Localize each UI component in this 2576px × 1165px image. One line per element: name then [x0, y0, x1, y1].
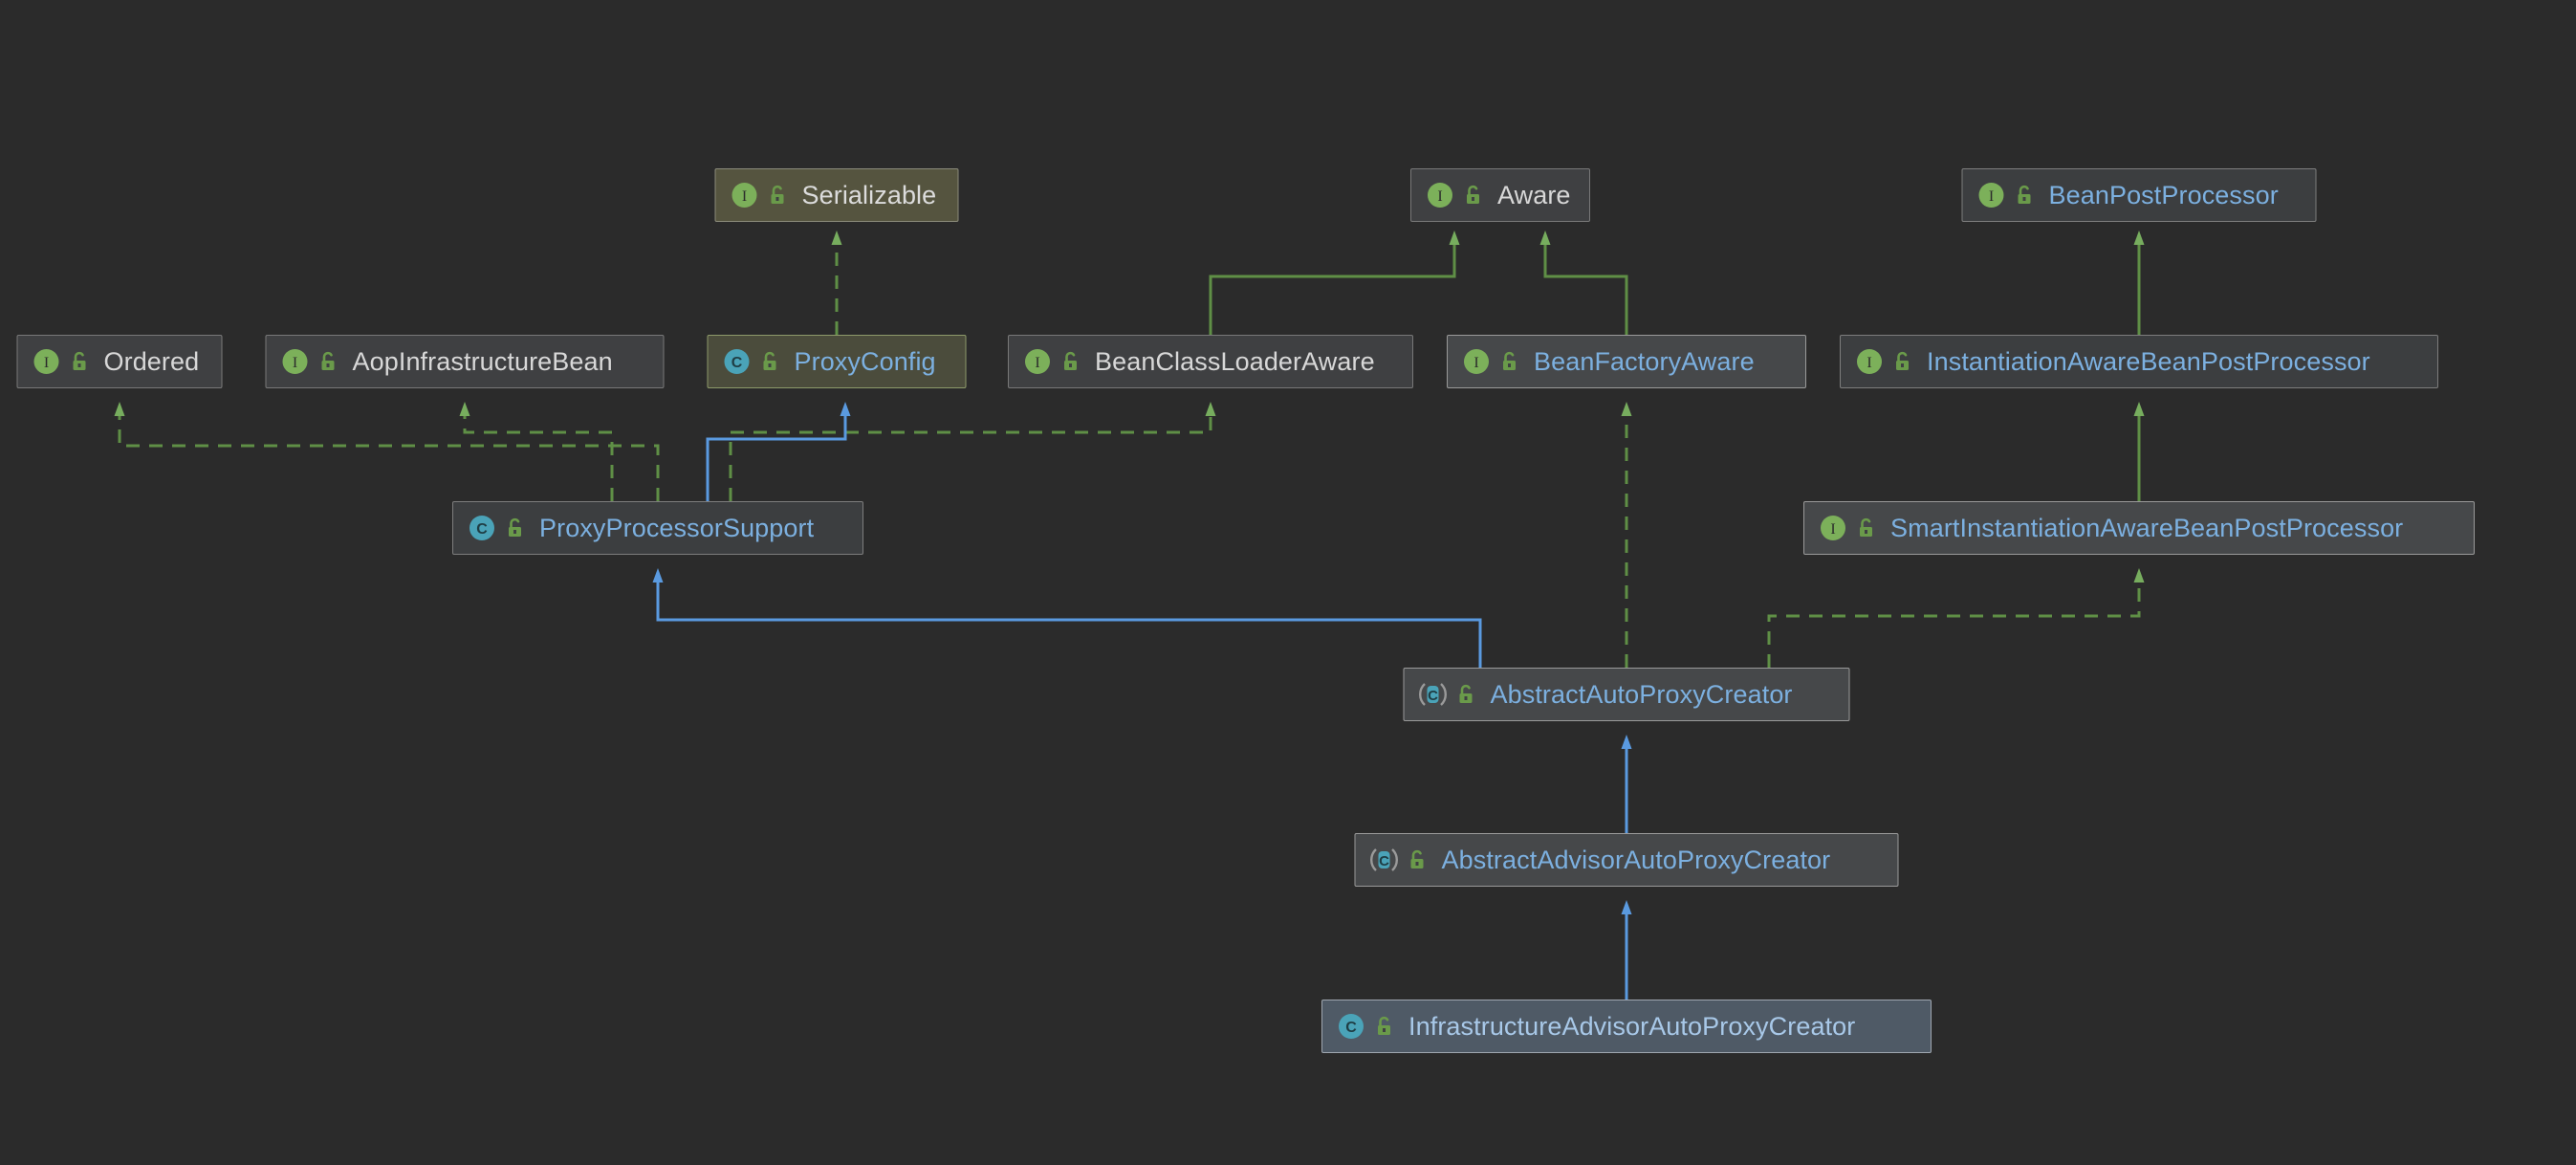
node-icon-group: C: [1369, 845, 1429, 875]
unlocked-icon: [1856, 517, 1877, 539]
abstract-class-icon: C: [1369, 845, 1400, 875]
class-node-aop-infrastructure-bean[interactable]: I AopInfrastructureBean: [265, 335, 665, 388]
implements-edges: [114, 231, 2145, 668]
svg-text:I: I: [1830, 521, 1835, 538]
node-icon-group: I: [730, 180, 789, 210]
class-node-label: AopInfrastructureBean: [352, 346, 613, 376]
edge-aapc-smartinstantiationawarebpp: [1767, 568, 2145, 668]
class-node-label: Ordered: [103, 346, 200, 376]
class-node-label: AbstractAdvisorAutoProxyCreator: [1441, 845, 1831, 874]
class-node-label: InstantiationAwareBeanPostProcessor: [1927, 346, 2370, 376]
svg-text:I: I: [293, 355, 297, 371]
class-icon: C: [722, 346, 753, 377]
unlocked-icon: [1060, 350, 1081, 373]
node-icon-group: C: [1336, 1011, 1395, 1042]
unlocked-icon: [505, 517, 526, 539]
svg-text:I: I: [1035, 355, 1039, 371]
svg-text:C: C: [1345, 1020, 1357, 1036]
unlocked-icon: [760, 350, 781, 373]
class-node-abstract-auto-proxy-creator[interactable]: C AbstractAutoProxyCreator: [1403, 668, 1850, 721]
svg-text:I: I: [1989, 188, 1994, 205]
class-node-smart-instantiation-aware-bpp[interactable]: I SmartInstantiationAwareBeanPostProcesso…: [1803, 501, 2475, 555]
class-node-infrastructure-advisor-auto-proxy-creator[interactable]: C InfrastructureAdvisorAutoProxyCreator: [1321, 1000, 1932, 1053]
interface-icon: I: [1022, 346, 1053, 377]
class-node-label: Serializable: [801, 180, 937, 209]
node-icon-group: I: [32, 346, 91, 377]
unlocked-icon: [70, 350, 91, 373]
node-icon-group: I: [1976, 180, 2036, 210]
unlocked-icon: [768, 184, 789, 207]
class-icon: C: [1336, 1011, 1366, 1042]
svg-text:I: I: [1867, 355, 1871, 371]
node-icon-group: I: [280, 346, 339, 377]
node-icon-group: C: [1418, 679, 1477, 710]
class-node-bean-factory-aware[interactable]: I BeanFactoryAware: [1447, 335, 1806, 388]
unlocked-icon: [1499, 350, 1520, 373]
class-node-label: InfrastructureAdvisorAutoProxyCreator: [1408, 1011, 1856, 1041]
unlocked-icon: [1374, 1015, 1395, 1038]
unlocked-icon: [1456, 683, 1477, 706]
class-node-proxy-processor-support[interactable]: C ProxyProcessorSupport: [452, 501, 863, 555]
edge-pps-aopinfrastructurebean: [459, 402, 614, 501]
interface-icon: I: [1854, 346, 1885, 377]
node-icon-group: I: [1461, 346, 1520, 377]
node-icon-group: C: [467, 513, 526, 543]
class-icon: C: [467, 513, 497, 543]
edge-pps-beanclassloaderaware: [729, 402, 1216, 501]
interface-icon: I: [32, 346, 62, 377]
interface-icon: I: [1425, 180, 1455, 210]
svg-text:C: C: [731, 355, 743, 371]
class-node-serializable[interactable]: I Serializable: [714, 168, 959, 222]
node-icon-group: C: [722, 346, 781, 377]
class-node-label: ProxyProcessorSupport: [539, 513, 815, 542]
class-node-abstract-advisor-auto-proxy-creator[interactable]: C AbstractAdvisorAutoProxyCreator: [1354, 833, 1899, 887]
svg-text:I: I: [44, 355, 49, 371]
interface-icon: I: [280, 346, 311, 377]
class-node-label: Aware: [1497, 180, 1571, 209]
svg-text:I: I: [1437, 188, 1442, 205]
class-node-bean-class-loader-aware[interactable]: I BeanClassLoaderAware: [1008, 335, 1413, 388]
node-icon-group: I: [1022, 346, 1081, 377]
edge-pps-ordered: [114, 402, 660, 501]
svg-text:C: C: [476, 521, 488, 538]
class-node-label: ProxyConfig: [794, 346, 936, 376]
interface-icon: I: [1976, 180, 2007, 210]
class-node-instantiation-aware-bpp[interactable]: I InstantiationAwareBeanPostProcessor: [1840, 335, 2438, 388]
node-icon-group: I: [1425, 180, 1484, 210]
class-node-label: BeanPostProcessor: [2048, 180, 2279, 209]
class-node-aware[interactable]: I Aware: [1410, 168, 1590, 222]
node-icon-group: I: [1818, 513, 1877, 543]
class-node-label: AbstractAutoProxyCreator: [1490, 679, 1793, 709]
edge-beanclassloaderaware-aware: [1209, 231, 1460, 335]
svg-text:I: I: [742, 188, 747, 205]
class-node-proxy-config[interactable]: C ProxyConfig: [707, 335, 967, 388]
svg-text:C: C: [1428, 688, 1438, 704]
edge-pps-proxyconfig: [706, 402, 851, 501]
class-node-bean-post-processor[interactable]: I BeanPostProcessor: [1961, 168, 2317, 222]
interface-icon: I: [1818, 513, 1848, 543]
interface-icon: I: [730, 180, 760, 210]
interface-icon: I: [1461, 346, 1492, 377]
class-node-label: BeanClassLoaderAware: [1095, 346, 1375, 376]
edge-aapc-pps: [652, 568, 1482, 668]
svg-text:I: I: [1474, 355, 1478, 371]
class-node-ordered[interactable]: I Ordered: [16, 335, 223, 388]
class-node-label: SmartInstantiationAwareBeanPostProcessor: [1890, 513, 2404, 542]
node-icon-group: I: [1854, 346, 1913, 377]
unlocked-icon: [2015, 184, 2036, 207]
svg-text:C: C: [1379, 853, 1389, 869]
unlocked-icon: [1408, 848, 1429, 871]
abstract-class-icon: C: [1418, 679, 1449, 710]
unlocked-icon: [1892, 350, 1913, 373]
class-node-label: BeanFactoryAware: [1534, 346, 1755, 376]
unlocked-icon: [318, 350, 339, 373]
edge-beanfactoryaware-aware: [1539, 231, 1628, 335]
unlocked-icon: [1463, 184, 1484, 207]
